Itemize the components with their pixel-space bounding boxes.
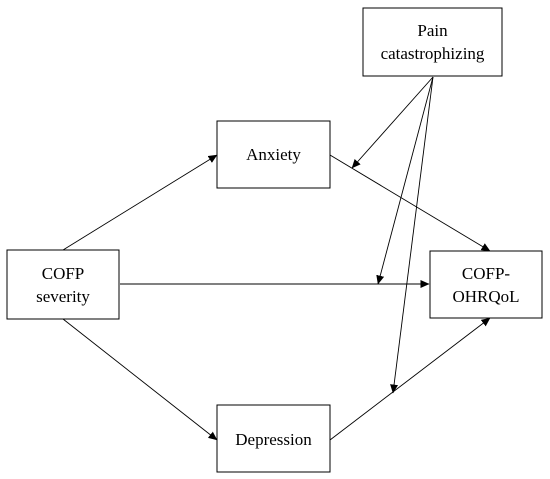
edge-pain-moderates-anxiety-path [351,76,434,169]
edge-severity-to-anxiety [62,154,218,251]
node-cofp-severity: COFP severity [6,249,120,320]
node-cofp-ohrqol: COFP- OHRQoL [429,250,543,319]
node-label-line: catastrophizing [381,44,485,63]
edge-anxiety-to-ohrqol [329,154,491,252]
edge-pain-moderates-depression-path [390,76,434,394]
node-depression: Depression [216,404,331,473]
node-pain-catastrophizing: Pain catastrophizing [362,7,503,77]
edge-pain-moderates-severity-path [376,76,434,285]
node-label-line: COFP [42,264,85,283]
node-label-line: Pain [417,21,448,40]
node-label-line: severity [36,287,90,306]
node-label-line: Depression [235,430,312,449]
node-label-line: COFP- [462,264,511,283]
edge-depression-to-ohrqol [329,317,491,441]
node-label-line: Anxiety [246,145,301,164]
edge-severity-to-depression [62,318,218,441]
node-anxiety: Anxiety [216,120,331,189]
edges [62,76,491,441]
node-label-line: OHRQoL [452,287,519,306]
